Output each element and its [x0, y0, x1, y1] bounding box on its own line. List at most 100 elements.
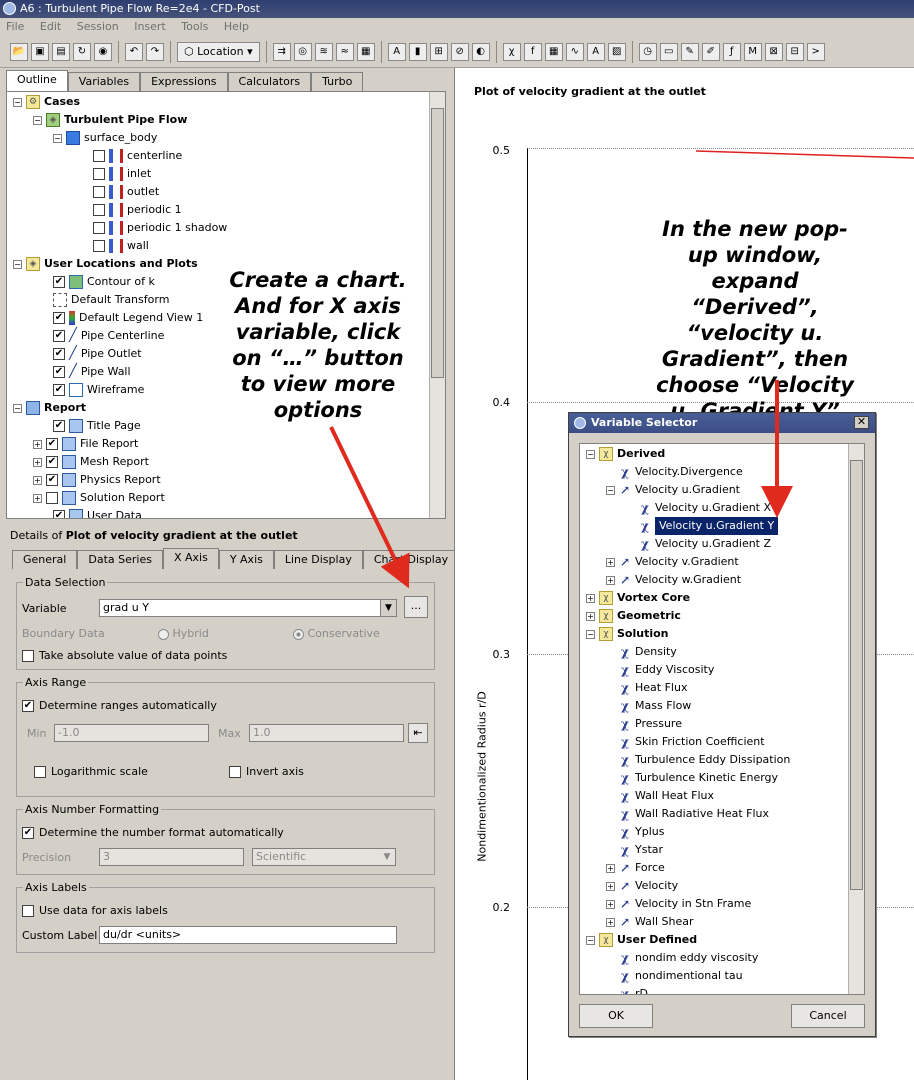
open-folder-icon[interactable]: 📂 [10, 43, 28, 61]
expand-icon[interactable]: + [606, 575, 615, 585]
tab-turbo[interactable]: Turbo [311, 72, 364, 91]
variable-select[interactable]: grad u Y ▼ [99, 599, 397, 617]
hybrid-radio[interactable]: Hybrid [158, 627, 209, 640]
animation-icon[interactable]: ▭ [659, 43, 678, 61]
dropdown-arrow-icon[interactable]: ▼ [383, 852, 391, 862]
more-options-button[interactable]: ... [404, 596, 428, 618]
tree-node-file-report[interactable]: + ✔ File Report [33, 435, 138, 453]
undo-icon[interactable]: ↶ [125, 43, 143, 61]
tree-node-pipe-centerline[interactable]: ✔ ╱ Pipe Centerline [53, 327, 164, 345]
refresh-icon[interactable]: ↻ [73, 43, 91, 61]
tree-node-turbulent-pipe-flow[interactable]: − ◈ Turbulent Pipe Flow [33, 111, 187, 129]
variable-tree-item[interactable]: +↗Velocity [606, 877, 678, 895]
visibility-checkbox[interactable] [93, 168, 105, 180]
contour-icon[interactable]: ◎ [293, 43, 312, 61]
conservative-radio[interactable]: Conservative [293, 627, 380, 640]
dropdown-arrow-icon[interactable]: ▼ [380, 600, 396, 616]
menu-file[interactable]: File [6, 20, 25, 33]
variable-tree-item[interactable]: +↗Velocity v.Gradient [606, 553, 739, 571]
invert-axis-checkbox[interactable] [229, 765, 241, 778]
collapse-icon[interactable]: − [586, 449, 595, 459]
tree-node-centerline[interactable]: centerline [93, 147, 182, 165]
variable-tree-scrollbar[interactable] [848, 444, 864, 994]
expand-icon[interactable]: + [33, 475, 42, 485]
timestep-icon[interactable]: ◷ [638, 43, 657, 61]
visibility-checkbox[interactable] [93, 204, 105, 216]
expand-icon[interactable]: + [33, 457, 42, 467]
menu-insert[interactable]: Insert [134, 20, 166, 33]
text-icon[interactable]: A [387, 43, 406, 61]
table-icon[interactable]: ▦ [544, 43, 563, 61]
variable-tree-item[interactable]: +↗Force [606, 859, 665, 877]
absolute-value-option[interactable]: Take absolute value of data points [22, 649, 227, 662]
tab-outline[interactable]: Outline [6, 70, 68, 91]
tree-node-report[interactable]: − Report [13, 399, 86, 417]
tree-node-user-data[interactable]: ✔ User Data [53, 507, 142, 518]
tree-node-title-page[interactable]: ✔ Title Page [53, 417, 141, 435]
collapse-icon[interactable]: − [586, 935, 595, 945]
menu-session[interactable]: Session [76, 20, 119, 33]
tree-node-contour-of-k[interactable]: ✔ Contour of k [53, 273, 155, 291]
tab-data-series[interactable]: Data Series [77, 550, 163, 569]
macro-icon[interactable]: M [743, 43, 762, 61]
tab-chart-display[interactable]: Chart Display [362, 550, 460, 569]
comment-icon[interactable]: A [586, 43, 605, 61]
menu-help[interactable]: Help [223, 20, 249, 33]
range-reset-icon[interactable]: ⇤ [408, 723, 428, 743]
scrollbar-thumb[interactable] [850, 460, 863, 890]
streamline-icon[interactable]: ≋ [314, 43, 333, 61]
tree-node-cases[interactable]: − ⚙ Cases [13, 93, 80, 111]
tree-node-outlet[interactable]: outlet [93, 183, 159, 201]
quick-edit-icon[interactable]: ✎ [680, 43, 699, 61]
collapse-icon[interactable]: − [606, 485, 615, 495]
tree-node-user-locations[interactable]: − ◈ User Locations and Plots [13, 255, 198, 273]
ok-button[interactable]: OK [579, 1004, 653, 1028]
max-input[interactable]: 1.0 [249, 724, 404, 742]
tab-calculators[interactable]: Calculators [227, 72, 312, 91]
visibility-checkbox[interactable]: ✔ [53, 330, 65, 342]
variable-tree-item[interactable]: +↗Wall Shear [606, 913, 694, 931]
visibility-checkbox[interactable]: ✔ [53, 366, 65, 378]
expand-icon[interactable]: + [33, 493, 42, 503]
figure-icon[interactable]: ▨ [607, 43, 626, 61]
probe-icon[interactable]: ✐ [701, 43, 720, 61]
min-input[interactable]: -1.0 [54, 724, 209, 742]
expand-icon[interactable]: + [33, 439, 42, 449]
expand-icon[interactable]: + [586, 593, 595, 603]
tab-y-axis[interactable]: Y Axis [218, 550, 274, 569]
log-scale-option[interactable]: Logarithmic scale [34, 765, 148, 778]
collapse-icon[interactable]: − [13, 97, 22, 107]
volume-render-icon[interactable]: ▦ [356, 43, 375, 61]
auto-range-option[interactable]: ✔ Determine ranges automatically [22, 699, 217, 712]
visibility-checkbox[interactable]: ✔ [53, 312, 65, 324]
tree-node-inlet[interactable]: inlet [93, 165, 151, 183]
tree-node-default-legend[interactable]: ✔ Default Legend View 1 [53, 309, 203, 327]
save-icon[interactable]: ▣ [31, 43, 49, 61]
variable-tree-item[interactable]: +↗Velocity w.Gradient [606, 571, 741, 589]
function-calculator-icon[interactable]: ƒ [722, 43, 741, 61]
tab-general[interactable]: General [12, 550, 78, 569]
auto-range-checkbox[interactable]: ✔ [22, 699, 34, 712]
tab-line-display[interactable]: Line Display [273, 550, 363, 569]
tree-node-surface-body[interactable]: − surface_body [53, 129, 157, 147]
legend-icon[interactable]: ▮ [408, 43, 427, 61]
collapse-icon[interactable]: − [586, 629, 595, 639]
visibility-checkbox[interactable] [93, 186, 105, 198]
tree-node-periodic-1[interactable]: periodic 1 [93, 201, 182, 219]
transform-icon[interactable]: ⊞ [429, 43, 448, 61]
tab-x-axis[interactable]: X Axis [162, 548, 219, 569]
include-checkbox[interactable]: ✔ [46, 474, 58, 486]
tree-node-default-transform[interactable]: Default Transform [53, 291, 169, 309]
menu-tools[interactable]: Tools [181, 20, 209, 33]
